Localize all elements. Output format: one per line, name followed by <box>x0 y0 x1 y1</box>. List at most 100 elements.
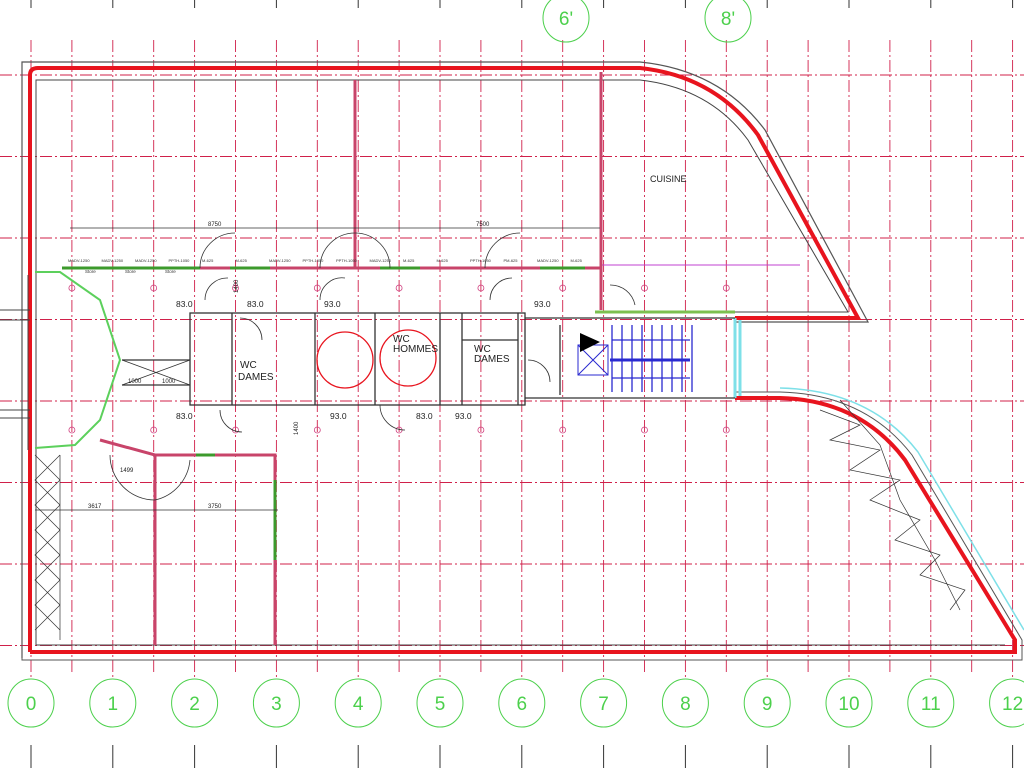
core-walls <box>122 313 519 405</box>
partitions <box>34 72 800 645</box>
ceiling-markers <box>68 284 730 434</box>
axis-bubble <box>704 0 752 43</box>
axis-bubble <box>580 678 628 728</box>
store-label: Store <box>125 269 136 274</box>
stair-enclosure <box>525 317 735 399</box>
ceiling-marker <box>477 284 485 292</box>
axis-label: 6' <box>559 9 573 30</box>
partition-label: MADV-1250 <box>68 258 90 263</box>
door-width: 93.0 <box>330 411 347 421</box>
partition-label: MADV-1250 <box>102 258 124 263</box>
dimension-7500: 7500 <box>476 222 490 228</box>
ceiling-marker <box>641 284 648 292</box>
door-width: 93.0 <box>455 411 472 421</box>
axis-label: 7 <box>598 694 609 715</box>
store-label: Store <box>165 269 176 274</box>
lobby-curve <box>34 271 122 449</box>
dimension-3617: 3617 <box>88 504 102 510</box>
room-label-wc-hommes: HOMMES <box>393 344 438 355</box>
ceiling-marker <box>150 284 158 292</box>
room-label-wc-dames-left: DAMES <box>238 372 274 383</box>
dimension-1400: 1400 <box>294 421 300 435</box>
axis-bubble <box>334 678 382 728</box>
axis-label: 8 <box>680 694 691 715</box>
axis-label: 11 <box>921 694 941 715</box>
door-width: 83.0 <box>416 411 433 421</box>
door-width: 83.0 <box>247 299 264 309</box>
partition-label: MADV-1250 <box>269 258 291 263</box>
partition-south-green <box>196 453 277 560</box>
facade-outline-inner <box>35 79 849 645</box>
partition-label: PM-625 <box>504 258 519 263</box>
axis-bubble <box>252 678 300 728</box>
axis-label: 3 <box>271 694 282 715</box>
door-width: 93.0 <box>534 299 551 309</box>
axis-label: 5 <box>435 694 446 715</box>
ceiling-marker <box>722 426 730 434</box>
axis-label: 6 <box>517 694 528 715</box>
partition-label: PPTH-1050 <box>336 258 358 263</box>
ceiling-marker <box>68 284 76 292</box>
east-truss <box>819 399 966 611</box>
partition-label: M-625 <box>437 258 449 263</box>
ceiling-marker <box>150 426 158 434</box>
room-labels: CUISINE WC DAMES WC HOMMES WC DAMES <box>238 174 687 383</box>
core-outline <box>189 312 526 406</box>
door-width: 93.0 <box>324 299 341 309</box>
facade-wall-red <box>28 66 862 652</box>
partition-label: MADV-1250 <box>370 258 392 263</box>
west-entrance <box>0 275 30 450</box>
axis-bubble <box>7 678 55 728</box>
dimension-1400: 1400 <box>234 279 240 293</box>
dimension-1499: 1499 <box>120 468 134 474</box>
dimension-3750: 3750 <box>208 504 222 510</box>
partition-label: PPTH-1050 <box>169 258 191 263</box>
facade-south-east-red <box>30 396 1017 654</box>
bay-trusses <box>34 399 966 640</box>
store-label: Store <box>85 269 96 274</box>
room-label-wc-dames-right: WC <box>474 344 491 355</box>
axis-bubble <box>743 678 791 728</box>
partition-label: MADV-1250 <box>537 258 559 263</box>
facade-outline-outer <box>21 61 870 658</box>
turning-circle <box>316 331 374 389</box>
shaft-width: 1000 <box>162 379 176 385</box>
axis-label: 0 <box>26 694 37 715</box>
doors <box>109 232 636 501</box>
ceiling-marker <box>313 284 321 292</box>
axis-label: 9 <box>762 694 773 715</box>
axis-bubble <box>416 678 464 728</box>
stair <box>577 325 693 392</box>
ceiling-marker <box>395 284 403 292</box>
shaft-cross <box>121 359 191 386</box>
axis-label: 2 <box>189 694 200 715</box>
ceiling-marker <box>559 426 567 434</box>
door-width: 83.0 <box>176 411 193 421</box>
axis-label: 12 <box>1002 694 1023 715</box>
ceiling-marker <box>477 426 485 434</box>
stair-arrow-icon <box>580 333 600 352</box>
axis-bubble <box>171 678 219 728</box>
facade-south-east-outline <box>21 391 1023 661</box>
dimension-8750: 8750 <box>208 222 222 228</box>
glazing-line <box>779 387 1024 631</box>
ceiling-marker <box>68 426 76 434</box>
partition-label: PPTH-1050 <box>470 258 492 263</box>
shaft-width: 1000 <box>128 379 142 385</box>
partition-label: M-625 <box>403 258 415 263</box>
sanitary-core <box>109 232 735 501</box>
ceiling-marker <box>232 284 239 292</box>
dimension-labels: 8750 7500 3617 3750 1400 1400 1499 1000 … <box>88 222 490 510</box>
glazed-link <box>733 318 742 398</box>
ceiling-marker <box>313 426 321 434</box>
room-label-wc-dames-left: WC <box>240 360 257 371</box>
axis-bubble <box>498 678 546 728</box>
axis-bubble <box>542 0 590 43</box>
axis-bubble <box>89 678 137 728</box>
room-label-wc-dames-right: DAMES <box>474 354 510 365</box>
axis-label: 1 <box>108 694 119 715</box>
partition-label: M-625 <box>236 258 248 263</box>
room-label-wc-hommes: WC <box>393 334 410 345</box>
axis-bubble <box>825 678 873 728</box>
